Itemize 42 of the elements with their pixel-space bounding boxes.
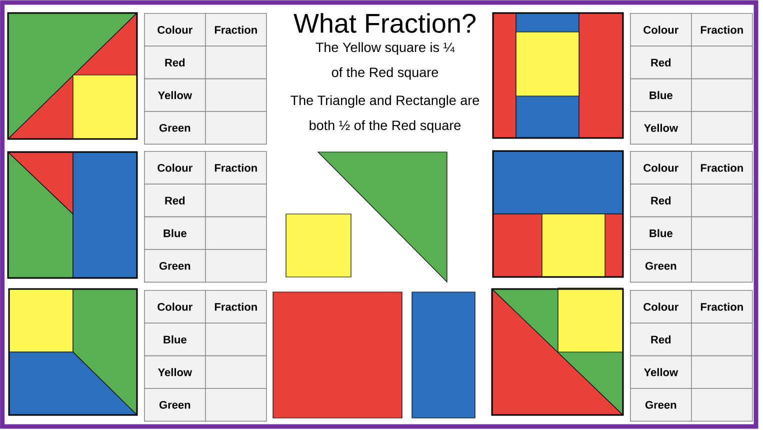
column-header: Colour — [144, 13, 206, 46]
row-label: Green — [630, 388, 692, 422]
column-header: Fraction — [205, 290, 267, 324]
square-diagram — [491, 288, 624, 416]
row-label: Green — [630, 249, 692, 283]
square-diagram — [7, 12, 138, 140]
column-header: Colour — [630, 290, 692, 324]
row-label: Yellow — [144, 78, 206, 112]
row-label: Blue — [630, 78, 692, 112]
row-label: Green — [144, 249, 206, 283]
column-header: Colour — [144, 290, 206, 324]
row-label: Green — [144, 111, 206, 145]
instruction-text: The Triangle and Rectangle are both ½ of the Red square — [290, 95, 480, 133]
column-header: Colour — [630, 13, 692, 46]
square-shape — [272, 292, 402, 418]
row-label: Yellow — [630, 355, 692, 389]
square-shape — [286, 214, 352, 278]
row-label: Blue — [144, 322, 206, 356]
square-diagram — [8, 288, 138, 416]
square-diagram — [492, 12, 624, 139]
column-header: Fraction — [205, 13, 267, 46]
row-label: Red — [630, 322, 692, 356]
square-diagram — [492, 150, 624, 278]
row-label: Red — [630, 46, 692, 80]
instruction-text: The Yellow square is ¼ of the Red square — [316, 42, 455, 80]
row-label: Yellow — [144, 355, 206, 389]
column-header: Fraction — [205, 151, 267, 184]
row-label: Red — [630, 184, 692, 218]
title: What Fraction? — [294, 13, 476, 33]
column-header: Fraction — [691, 290, 753, 324]
row-label: Yellow — [630, 111, 692, 145]
row-label: Green — [144, 388, 206, 422]
column-header: Colour — [144, 151, 206, 184]
square-diagram — [7, 151, 138, 279]
column-header: Colour — [630, 151, 692, 184]
column-header: Fraction — [691, 151, 753, 184]
row-label: Blue — [630, 216, 692, 250]
row-label: Blue — [144, 216, 206, 250]
rectangle-shape — [412, 292, 476, 418]
row-label: Red — [144, 46, 206, 80]
column-header: Fraction — [691, 13, 753, 46]
row-label: Red — [144, 184, 206, 218]
